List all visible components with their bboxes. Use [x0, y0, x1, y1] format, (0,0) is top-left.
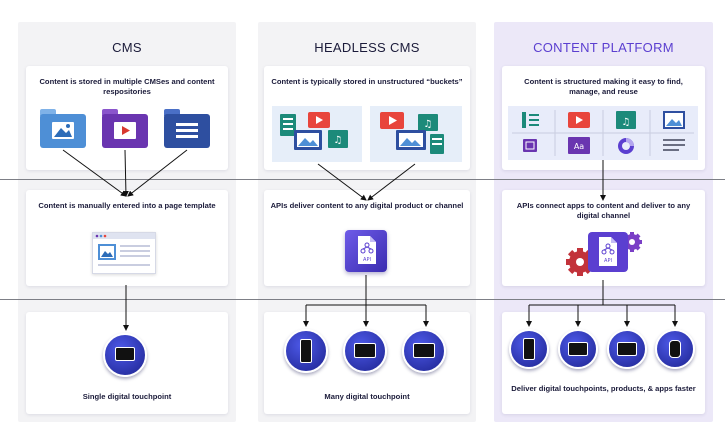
cms-heading: CMS — [112, 40, 142, 55]
page-template-icon — [92, 232, 156, 274]
platform-api-text: APIs connect apps to content and deliver… — [516, 201, 691, 220]
headless-touchpoints-card: Many digital touchpoint — [264, 312, 470, 414]
structured-content-grid: ♫ Aa — [508, 106, 698, 160]
app-tile-label: Aa — [574, 142, 584, 151]
platform-touchpoints-card: Deliver digital touchpoints, products, &… — [502, 312, 705, 414]
api-gears-icon: API — [562, 226, 650, 282]
divider-line-top — [0, 179, 725, 180]
tablet-device-icon — [402, 329, 446, 373]
cms-entry-card: Content is manually entered into a page … — [26, 190, 228, 286]
platform-structure-text: Content is structured making it easy to … — [524, 77, 683, 96]
headless-touchpoints-text: Many digital touchpoint — [324, 392, 410, 401]
headless-cms-heading: HEADLESS CMS — [314, 40, 420, 55]
svg-text:♫: ♫ — [334, 135, 343, 146]
headless-storage-card: Content is typically stored in unstructu… — [264, 66, 470, 170]
image-folder-icon — [40, 109, 86, 148]
laptop-device-icon — [103, 333, 147, 377]
cms-storage-card: Content is stored in multiple CMSes and … — [26, 66, 228, 170]
api-label: API — [363, 257, 371, 263]
content-bucket-left-icon: ♫ — [272, 106, 362, 162]
content-bucket-right-icon: ♫ — [370, 106, 462, 162]
platform-structure-card: Content is structured making it easy to … — [502, 66, 705, 170]
phone-device-icon — [284, 329, 328, 373]
platform-touchpoints-text: Deliver digital touchpoints, products, &… — [511, 384, 696, 393]
headless-storage-text: Content is typically stored in unstructu… — [271, 77, 463, 86]
cms-touchpoint-text: Single digital touchpoint — [82, 392, 172, 401]
video-folder-icon — [102, 109, 148, 148]
divider-line-bottom — [0, 299, 725, 300]
cms-storage-text: Content is stored in multiple CMSes and … — [39, 77, 215, 96]
api-label-platform: API — [604, 258, 612, 264]
headless-api-card: APIs deliver content to any digital prod… — [264, 190, 470, 286]
api-document-icon: API — [345, 230, 387, 272]
svg-text:♫: ♫ — [424, 119, 433, 130]
phone-device-icon — [509, 329, 549, 369]
document-folder-icon — [164, 109, 210, 148]
cms-entry-text: Content is manually entered into a page … — [38, 201, 216, 210]
headless-api-text: APIs deliver content to any digital prod… — [270, 201, 464, 210]
laptop-device-icon — [343, 329, 387, 373]
platform-api-card: APIs connect apps to content and deliver… — [502, 190, 705, 286]
content-platform-heading: CONTENT PLATFORM — [533, 40, 674, 55]
svg-text:♫: ♫ — [622, 117, 631, 128]
cms-touchpoint-card: Single digital touchpoint — [26, 312, 228, 414]
laptop-device-icon — [558, 329, 598, 369]
tablet-device-icon — [607, 329, 647, 369]
watch-device-icon — [655, 329, 695, 369]
